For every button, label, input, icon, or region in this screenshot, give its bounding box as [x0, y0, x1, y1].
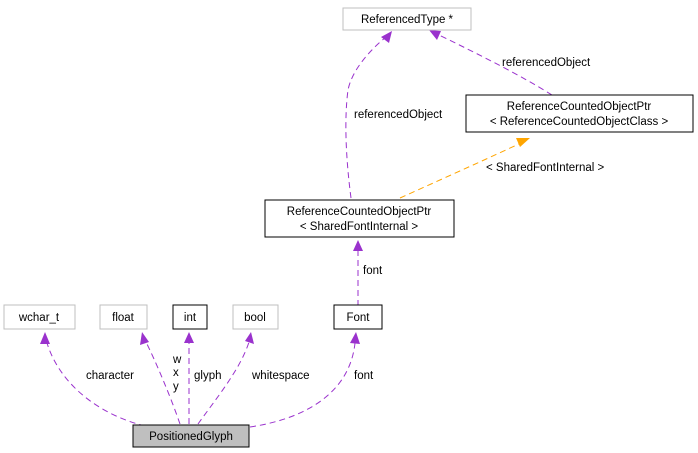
- edge-glyph-to-bool: whitespace: [197, 332, 310, 425]
- edge-label-character: character: [86, 370, 134, 382]
- node-int-label: int: [184, 312, 197, 324]
- node-wchar-t-label: wchar_t: [18, 312, 60, 324]
- edge-label-x: x: [173, 367, 179, 379]
- node-referenced-type[interactable]: ReferencedType *: [342, 7, 472, 31]
- edge-label-template-args: < SharedFontInternal >: [486, 162, 605, 174]
- node-referenced-type-label: ReferencedType *: [361, 14, 454, 26]
- edge-label-font-lower: font: [354, 370, 374, 382]
- edge-font-ptr-to-referenced-type: referencedObject: [345, 31, 443, 199]
- edge-template-instantiation: < SharedFontInternal >: [399, 138, 605, 199]
- edge-label-w: w: [172, 354, 182, 366]
- edge-glyph-to-float: w x y: [140, 332, 182, 425]
- node-float-label: float: [112, 312, 135, 324]
- node-bool[interactable]: bool: [232, 304, 279, 330]
- node-bool-label: bool: [244, 312, 266, 324]
- node-int[interactable]: int: [172, 304, 208, 330]
- node-wchar-t[interactable]: wchar_t: [3, 304, 76, 330]
- node-ref-ptr-class-line2: < ReferenceCountedObjectClass >: [490, 116, 669, 128]
- edge-label-y: y: [173, 381, 179, 393]
- node-ref-ptr-class[interactable]: ReferenceCountedObjectPtr < ReferenceCou…: [465, 94, 694, 133]
- node-font[interactable]: Font: [333, 304, 383, 330]
- node-float[interactable]: float: [99, 304, 148, 330]
- node-ref-ptr-class-line1: ReferenceCountedObjectPtr: [507, 101, 652, 113]
- node-positioned-glyph-label: PositionedGlyph: [149, 431, 233, 443]
- edge-label-glyph: glyph: [194, 370, 222, 382]
- edge-glyph-to-font: font: [249, 332, 374, 428]
- edge-label-referenced-object-left: referencedObject: [354, 109, 443, 121]
- node-positioned-glyph[interactable]: PositionedGlyph: [132, 424, 250, 448]
- edge-label-whitespace: whitespace: [251, 370, 310, 382]
- edge-label-font-upper: font: [363, 265, 383, 277]
- node-font-label: Font: [346, 312, 370, 324]
- edge-glyph-to-int: glyph: [184, 332, 222, 424]
- node-ref-ptr-font[interactable]: ReferenceCountedObjectPtr < SharedFontIn…: [264, 199, 455, 238]
- edge-label-referenced-object-right: referencedObject: [502, 57, 591, 69]
- edge-font-to-font-ptr: font: [353, 240, 383, 306]
- edge-glyph-to-wchar: character: [40, 332, 146, 427]
- node-ref-ptr-font-line1: ReferenceCountedObjectPtr: [287, 206, 432, 218]
- edge-class-ptr-to-referenced-type: referencedObject: [429, 30, 591, 96]
- node-ref-ptr-font-line2: < SharedFontInternal >: [300, 221, 419, 233]
